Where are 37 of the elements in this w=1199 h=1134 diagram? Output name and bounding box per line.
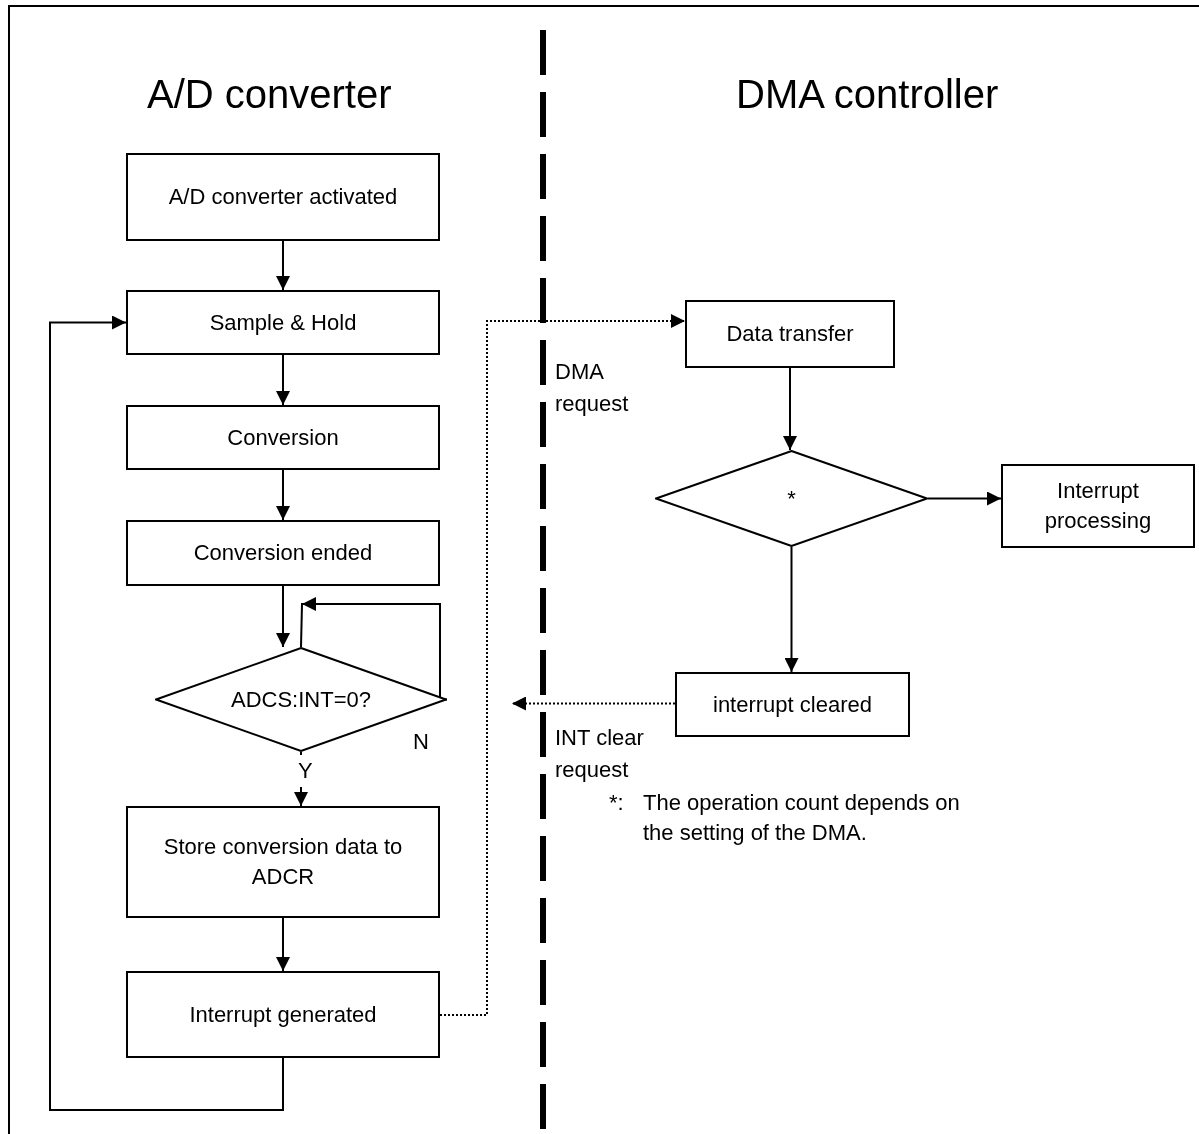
decision-diamond [655, 450, 928, 547]
process-box [1001, 464, 1195, 548]
process-box [126, 405, 440, 470]
process-box [685, 300, 895, 368]
footnote: *: [609, 789, 624, 817]
process-box [126, 806, 440, 918]
node-text: interrupt cleared [713, 690, 872, 719]
process-box [126, 520, 440, 586]
arrow [927, 491, 1002, 506]
arrow [784, 546, 799, 673]
arrow [276, 469, 290, 521]
node-text: Data transfer [726, 320, 854, 348]
node-text: ADCS:INT=0? [231, 685, 371, 714]
arrow [49, 315, 284, 1111]
node-text: Store conversion data to ADCR [162, 833, 404, 891]
column-heading: DMA controller [736, 74, 999, 114]
node-text: Interrupt generated [189, 1000, 377, 1029]
process-box [675, 672, 910, 737]
node-text: Conversion ended [193, 539, 373, 567]
process-box [126, 971, 440, 1058]
arrow [276, 917, 290, 972]
arrow [276, 585, 290, 648]
node-text: A/D converter activated [168, 183, 398, 211]
column-heading: A/D converter [147, 74, 392, 114]
node-text: Sample & Hold [209, 308, 357, 337]
node-text: Interrupt processing [1043, 477, 1153, 535]
edge-label: Y [298, 755, 313, 787]
arrow [783, 367, 797, 451]
arrow [276, 354, 290, 406]
footnote: The operation count depends on the setting of the DMA. [643, 789, 961, 847]
process-box [126, 153, 440, 241]
node-text: * [787, 484, 796, 513]
arrow [276, 240, 290, 291]
decision-diamond [155, 647, 447, 752]
process-box [126, 290, 440, 355]
arrow [511, 696, 676, 711]
node-text: Conversion [227, 423, 339, 452]
